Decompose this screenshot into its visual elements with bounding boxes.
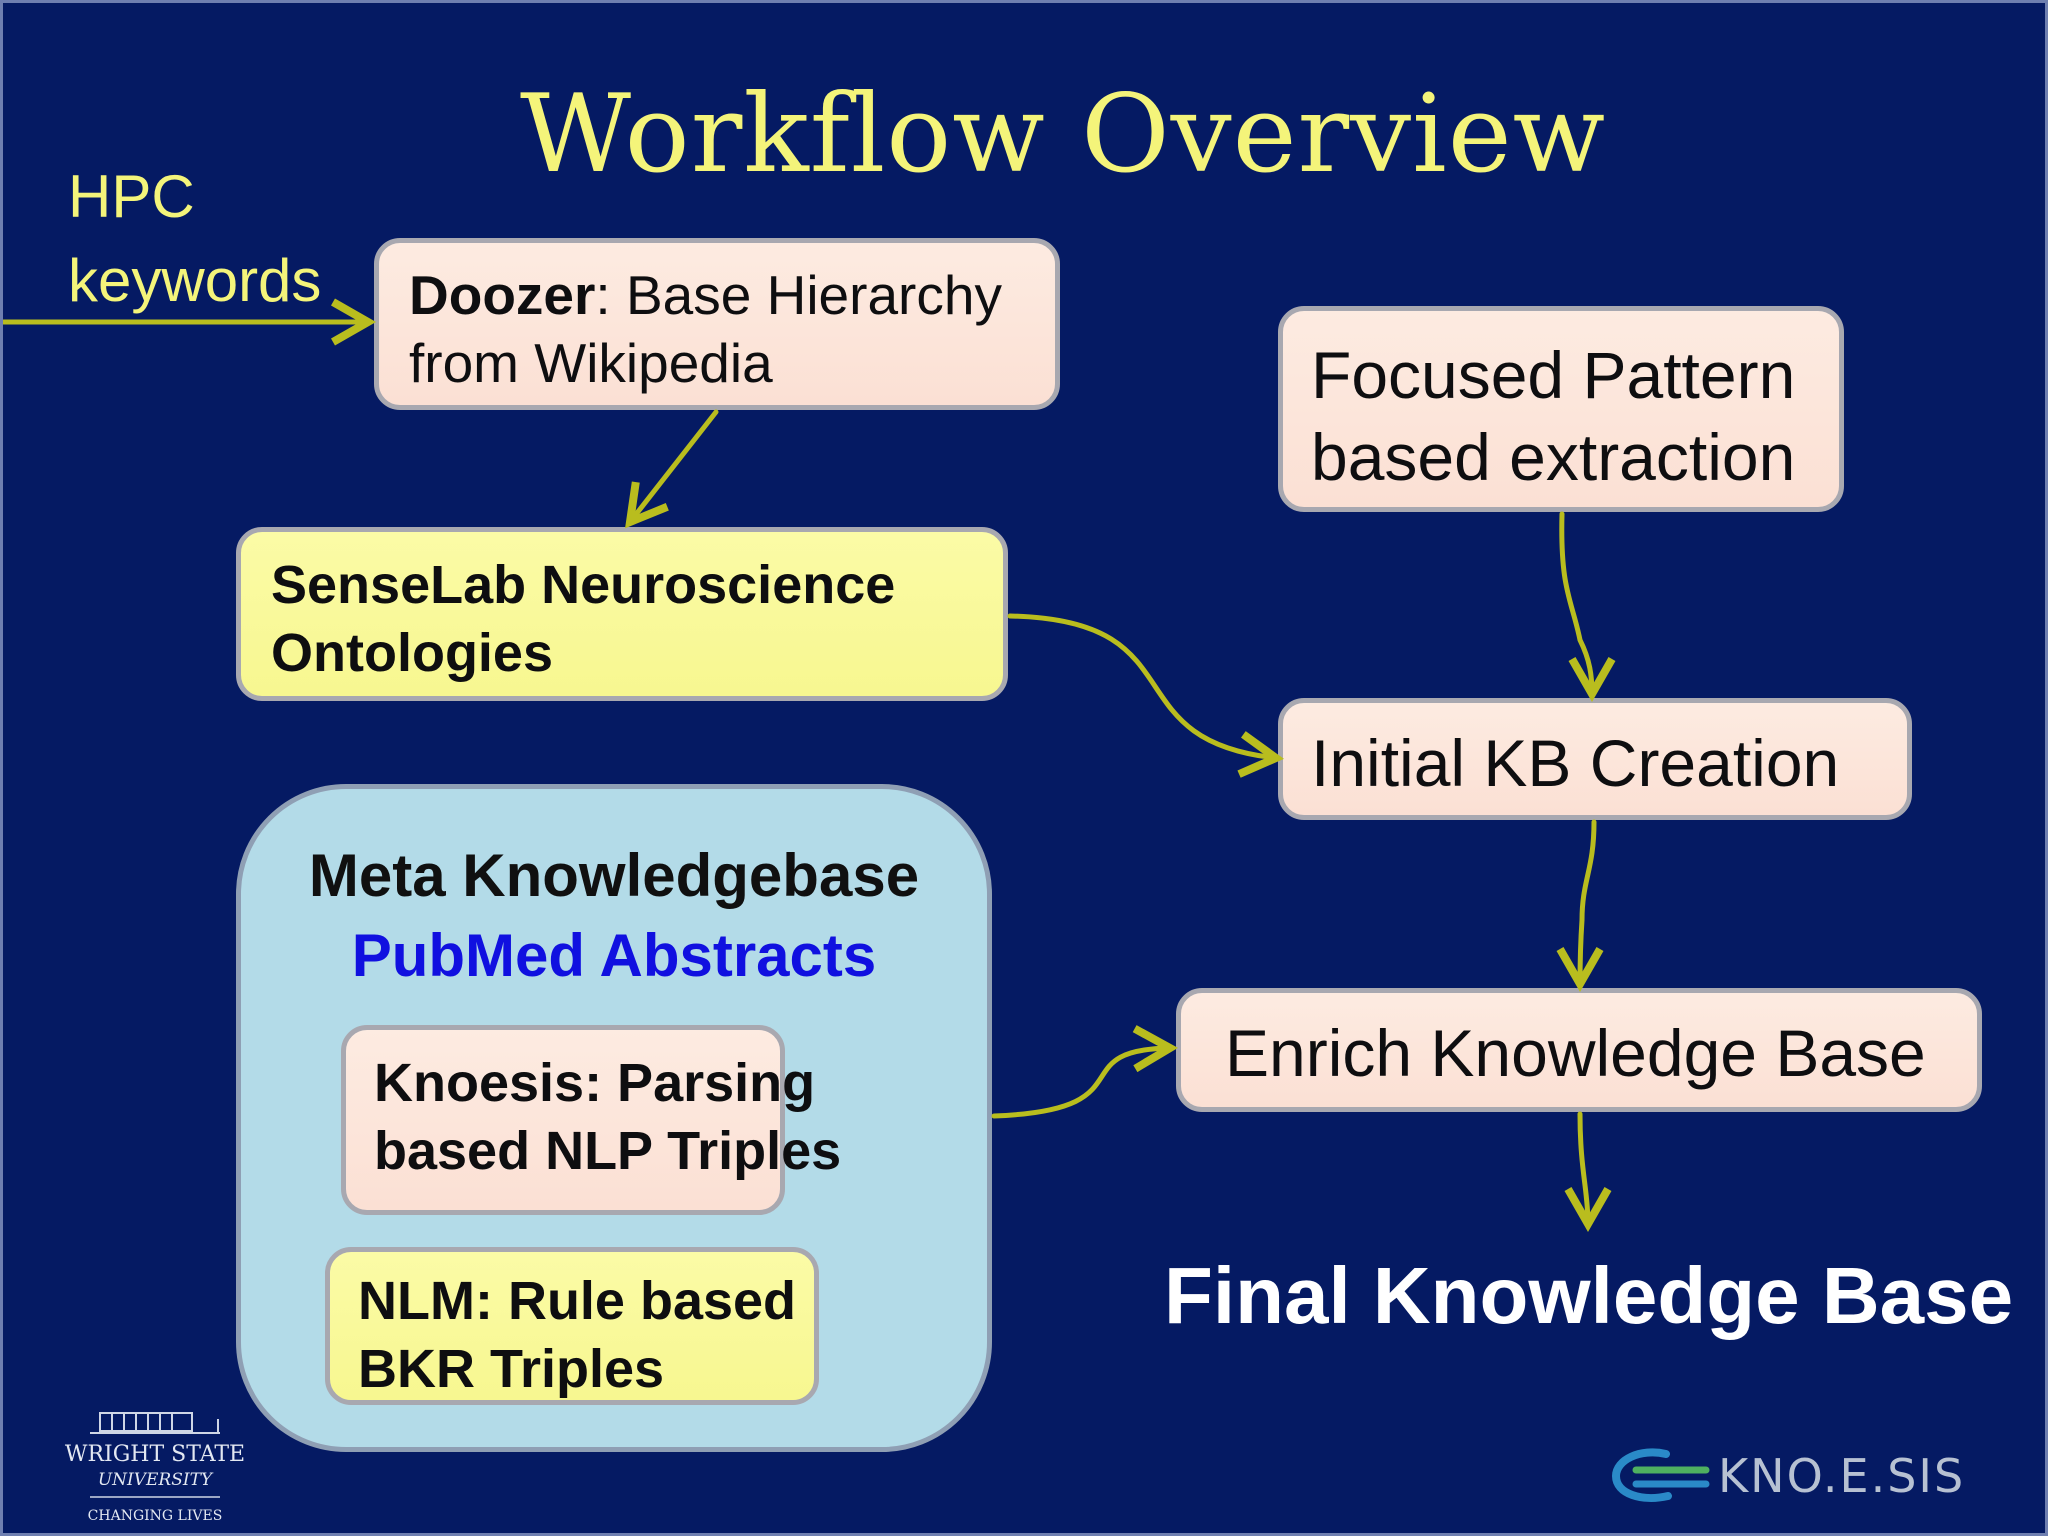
doozer-name: Doozer (409, 264, 596, 326)
initial-kb-box: Initial KB Creation (1278, 698, 1912, 820)
knoesis-triples-box: Knoesis: Parsing based NLP Triples (341, 1025, 841, 1215)
nlm-triples-box: NLM: Rule based BKR Triples (325, 1247, 819, 1405)
knoesis-logo: KNO.E.SIS (1611, 1448, 1965, 1503)
arrow-enrich-to-final (1564, 1111, 1612, 1233)
senselab-line2: Ontologies (271, 623, 553, 683)
initial-kb-label: Initial KB Creation (1311, 726, 1840, 800)
hpc-label-line2: keywords (68, 247, 322, 314)
arrow-initial-kb-to-enrich (1556, 819, 1604, 993)
hpc-keywords-label: HPC keywords (68, 155, 321, 323)
wsu-line2: UNIVERSITY (98, 1470, 214, 1490)
doozer-line1: Doozer: Base Hierarchy (409, 263, 1002, 327)
pubmed-abstracts-label: PubMed Abstracts (351, 922, 877, 989)
knoesis-line2: based NLP Triples (374, 1121, 842, 1181)
doozer-desc: : Base Hierarchy (595, 264, 1002, 326)
meta-knowledgebase-container: Meta Knowledgebase PubMed Abstracts Knoe… (236, 784, 992, 1452)
slide-title: Workflow Overview (520, 72, 1607, 197)
knoesis-e-mark-icon (1611, 1448, 1710, 1502)
focused-line1: Focused Pattern (1311, 338, 1796, 412)
meta-kb-title: Meta Knowledgebase (308, 842, 920, 909)
senselab-box: SenseLab Neuroscience Ontologies (236, 527, 1008, 701)
arrow-meta-to-enrich (991, 1025, 1179, 1119)
arrow-focused-to-initial-kb (1559, 511, 1616, 703)
final-knowledge-base-label: Final Knowledge Base (1164, 1251, 2014, 1340)
enrich-kb-box: Enrich Knowledge Base (1176, 988, 1982, 1112)
hpc-label-line1: HPC (68, 163, 195, 230)
knoesis-line1: Knoesis: Parsing (374, 1053, 816, 1113)
enrich-kb-label: Enrich Knowledge Base (1225, 1016, 1926, 1090)
wsu-line3: CHANGING LIVES (88, 1508, 223, 1524)
arrow-senselab-to-initial-kb (1007, 613, 1285, 778)
wright-state-logo: WRIGHT STATE UNIVERSITY CHANGING LIVES (65, 1412, 245, 1524)
doozer-line2: from Wikipedia (409, 332, 773, 394)
knoesis-wordmark: KNO.E.SIS (1718, 1449, 1965, 1503)
focused-pattern-box: Focused Pattern based extraction (1278, 306, 1844, 512)
senselab-line1: SenseLab Neuroscience (271, 555, 896, 615)
nlm-line1: NLM: Rule based (358, 1271, 797, 1331)
wsu-line1: WRIGHT STATE (65, 1442, 245, 1467)
arrow-doozer-to-senselab (625, 409, 719, 529)
doozer-box: Doozer: Base Hierarchy from Wikipedia (374, 238, 1060, 410)
nlm-line2: BKR Triples (358, 1339, 665, 1399)
focused-line2: based extraction (1311, 420, 1796, 494)
